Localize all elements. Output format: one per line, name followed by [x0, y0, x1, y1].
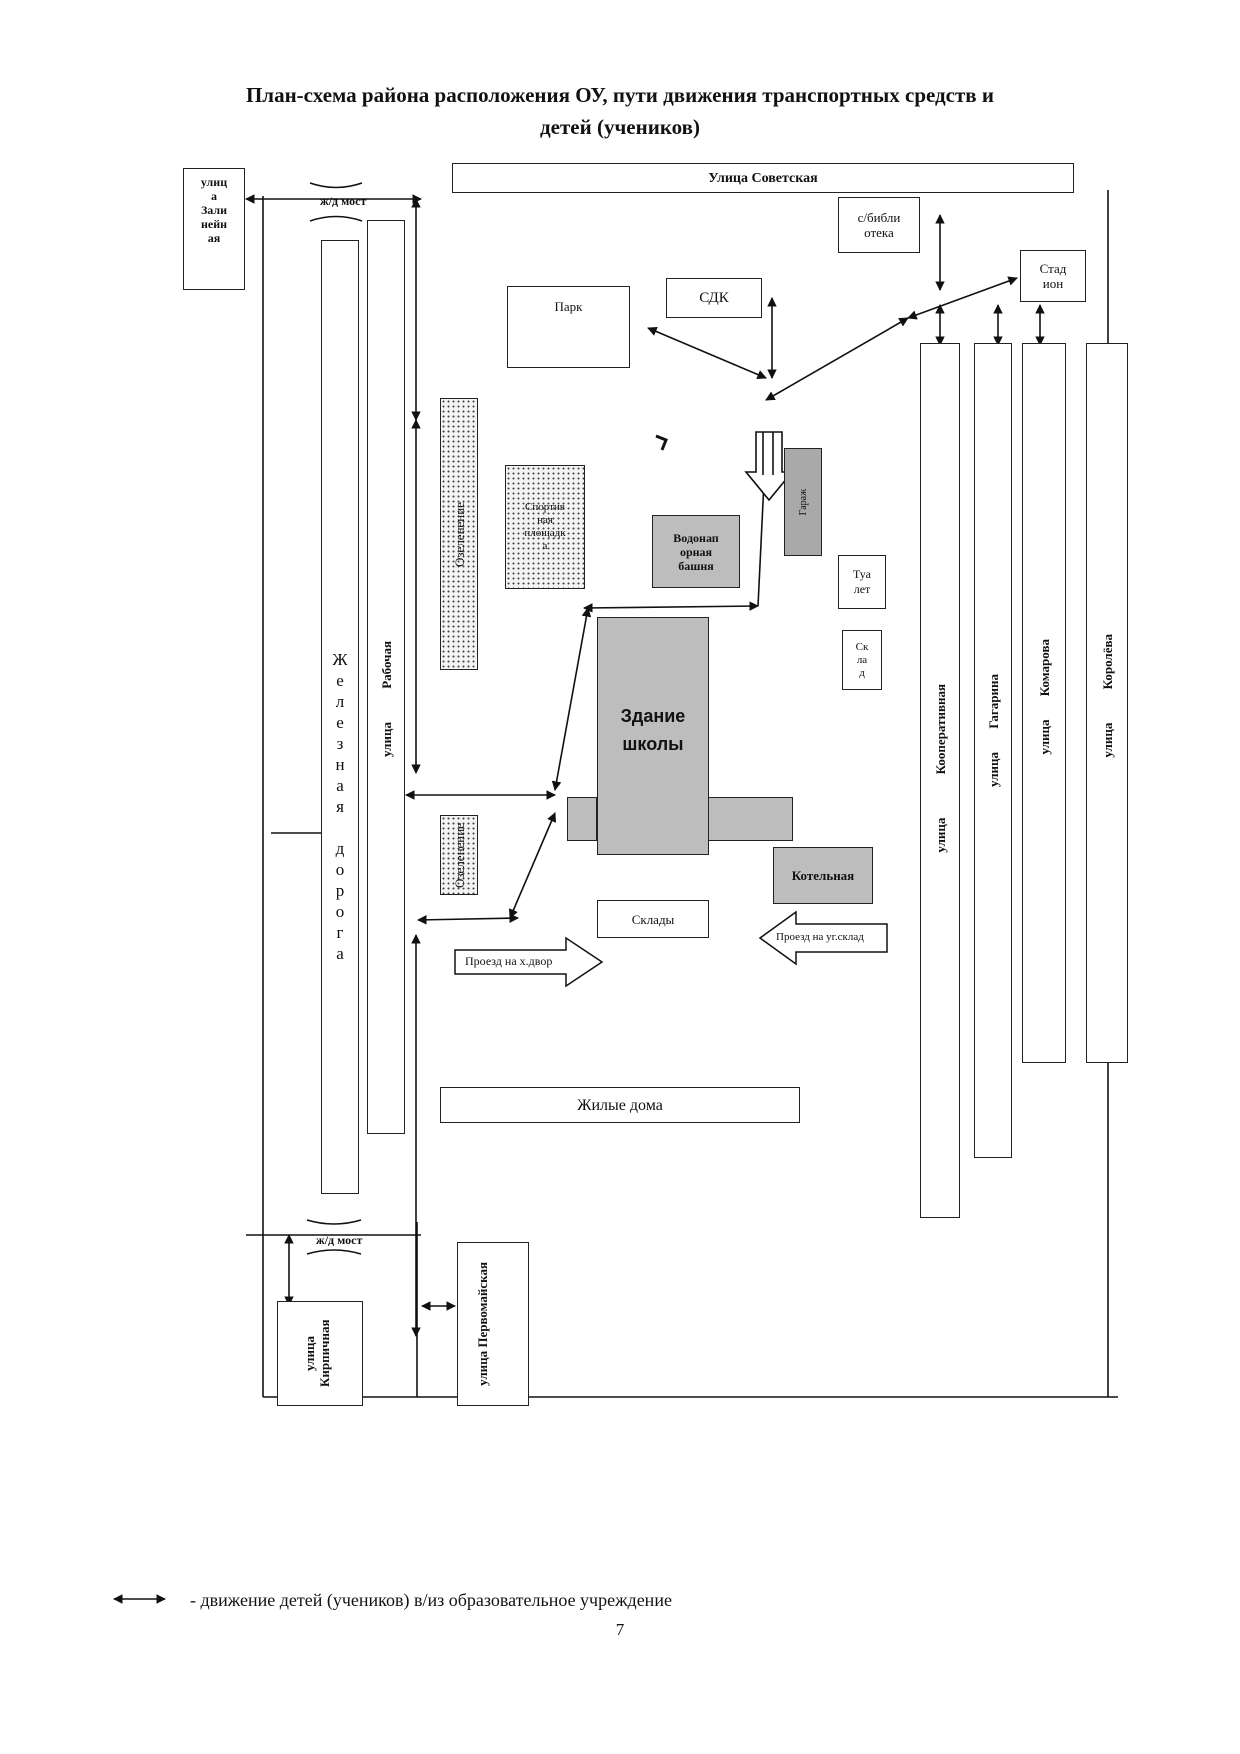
railway-letters: Ж е л е з н а я д о р о г а	[332, 649, 347, 964]
sport-line-4: а	[542, 540, 548, 552]
library-line-2: отека	[864, 225, 894, 240]
railway-letter: о	[335, 860, 345, 879]
street-pervomayskaya: улица Первомайская	[457, 1242, 529, 1406]
residential-houses: Жилые дома	[440, 1087, 800, 1123]
railway-letter: е	[336, 671, 344, 690]
store-line-2: ла	[856, 653, 868, 666]
sdk: СДК	[666, 278, 762, 318]
street-koroleva: улица Королёва	[1086, 343, 1128, 1063]
school-line-2: школы	[622, 734, 684, 754]
street-zalineynaya: улиц а Зали нейн ая	[183, 168, 245, 290]
street-sovetskaya: Улица Советская	[452, 163, 1074, 193]
bridge-top-symbol-lower	[309, 215, 363, 222]
diagram-title-line-1: План-схема района расположения ОУ, пути …	[245, 83, 995, 107]
library: с/библи отека	[838, 197, 920, 253]
kirpichnaya-label: улица Кирпичная	[302, 1319, 332, 1388]
garage-arrow-shape	[744, 431, 794, 502]
school-building: Здание школы	[597, 617, 709, 855]
school-wing-left	[567, 797, 597, 841]
bridge-top-label: ж/д мост	[320, 194, 367, 208]
street-gagarina: улица Гагарина	[974, 343, 1012, 1158]
street-kirpichnaya: улица Кирпичная	[277, 1301, 363, 1406]
street-rabochaya: улица Рабочая	[367, 220, 405, 1134]
railway-letter: е	[336, 713, 344, 732]
railway-letter: а	[336, 944, 344, 963]
zalineynaya-line-3: Зали	[200, 203, 228, 217]
small-mark	[655, 434, 668, 451]
toilet-line-1: Туа	[853, 567, 871, 581]
storehouse: Ск ла д	[842, 630, 882, 690]
railway-letter: л	[335, 692, 345, 711]
school-line-1: Здание	[620, 706, 686, 726]
drive-yard-arrow	[454, 936, 604, 988]
sport-line-2: ная	[537, 514, 553, 526]
path-center-stadium	[765, 317, 909, 401]
stadium-line-2: ион	[1042, 276, 1064, 291]
komarova-label: улица Комарова	[1036, 639, 1052, 755]
toilet-line-2: лет	[853, 582, 871, 596]
railway-letter: о	[335, 902, 345, 921]
gagarina-label: улица Гагарина	[985, 674, 1001, 787]
street-kooperativnaya: улица Кооперативная	[920, 343, 960, 1218]
toilet: Туа лет	[838, 555, 886, 609]
store-line-3: д	[859, 666, 865, 679]
sport-line-3: площадк	[524, 527, 566, 539]
stadium: Стад ион	[1020, 250, 1086, 302]
path-school-top	[583, 601, 759, 613]
railway-letter: н	[335, 755, 345, 774]
greening-area-1: Озеленение	[440, 398, 478, 670]
pervomayskaya-label: улица Первомайская	[475, 1262, 490, 1386]
kooperativnaya-label: улица Кооперативная	[932, 684, 948, 853]
railway-letter: д	[335, 839, 345, 858]
legend-text: - движение детей (учеников) в/из образов…	[190, 1590, 672, 1610]
diagram-title-line-2: детей (учеников)	[540, 115, 700, 139]
warehouses: Склады	[597, 900, 709, 938]
path-park-center	[647, 326, 767, 380]
bridge-bottom-label: ж/д мост	[316, 1233, 363, 1247]
railway-letter: а	[336, 776, 344, 795]
zalineynaya-line-5: ая	[207, 231, 221, 245]
zalineynaya-line-4: нейн	[200, 217, 228, 231]
railway-letter: г	[336, 923, 344, 942]
railway-letter: з	[336, 734, 344, 753]
sport-ground: Спортив ная площадк а	[505, 465, 585, 589]
library-line-1: с/библи	[857, 210, 901, 225]
railway-letter: Ж	[332, 650, 348, 669]
zalineynaya-line-2: а	[211, 189, 217, 203]
drive-yard-label: Проезд на х.двор	[465, 954, 553, 968]
zalineynaya-line-1: улиц	[200, 175, 228, 189]
greening-area-2: Озеленение	[440, 815, 478, 895]
path-lower-crossing	[417, 913, 519, 925]
tower-line-1: Водонап	[673, 530, 719, 545]
boiler-house: Котельная	[773, 847, 873, 904]
water-tower: Водонап орная башня	[652, 515, 740, 588]
sport-line-1: Спортив	[525, 501, 565, 513]
park: Парк	[507, 286, 630, 368]
street-komarova: улица Комарова	[1022, 343, 1066, 1063]
drive-coal-label: Проезд на уг.склад	[776, 931, 864, 943]
store-line-1: Ск	[855, 640, 869, 653]
stadium-line-1: Стад	[1039, 261, 1067, 276]
railway: Ж е л е з н а я д о р о г а	[321, 240, 359, 1194]
bridge-bottom-symbol-upper	[306, 1219, 362, 1225]
page-number: 7	[615, 1620, 625, 1639]
path-school-left-diagonal	[551, 607, 592, 791]
rabochaya-label: улица Рабочая	[378, 641, 394, 757]
tower-line-3: башня	[678, 558, 714, 573]
path-stadium-upper	[907, 276, 1018, 320]
railway-letter: р	[335, 881, 345, 900]
legend: - движение детей (учеников) в/из образов…	[110, 1590, 672, 1611]
bridge-bottom-symbol-lower	[306, 1249, 362, 1255]
drive-coal-arrow	[758, 910, 888, 966]
railway-letter: я	[336, 797, 344, 816]
garage: Гараж	[784, 448, 822, 556]
tower-line-2: орная	[679, 544, 713, 559]
path-lower-diagonal	[508, 812, 557, 919]
bridge-top-symbol-upper	[309, 182, 363, 189]
koroleva-label: улица Королёва	[1099, 634, 1115, 758]
